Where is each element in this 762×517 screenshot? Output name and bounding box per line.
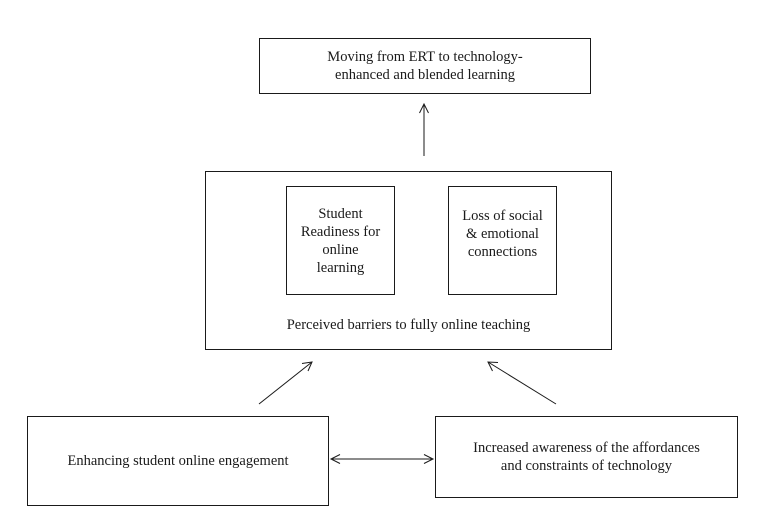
student-readiness-line-1: Student [318,205,363,222]
arrow-awareness-to-barriers [487,361,557,405]
loss-connections-line-1: Loss of social [462,208,543,224]
awareness-box: Increased awareness of the affordances a… [435,416,738,498]
arrow-up-to-outcome [419,102,429,156]
loss-connections-line-3: connections [467,244,538,260]
loss-connections-line-2: & emotional [466,226,539,242]
barriers-caption: Perceived barriers to fully online teach… [286,317,531,333]
student-readiness-line-2: Readiness for [300,223,381,240]
engagement-box: Enhancing student online engagement [27,416,329,506]
student-readiness-line-4: learning [316,259,365,276]
student-readiness-line-3: online [322,241,359,258]
awareness-line-2: and constraints of technology [500,458,673,474]
student-readiness-box: Student Readiness for online learning [286,186,395,295]
loss-connections-box: Loss of social & emotional connections [448,186,557,295]
awareness-line-1: Increased awareness of the affordances [473,440,700,456]
outcome-box: Moving from ERT to technology- enhanced … [259,38,591,94]
outcome-line-1: Moving from ERT to technology- [327,49,523,65]
arrow-bidirectional-bottom [329,454,435,464]
outcome-line-2: enhanced and blended learning [335,67,515,83]
engagement-label: Enhancing student online engagement [67,453,289,469]
arrow-engagement-to-barriers [258,361,313,405]
